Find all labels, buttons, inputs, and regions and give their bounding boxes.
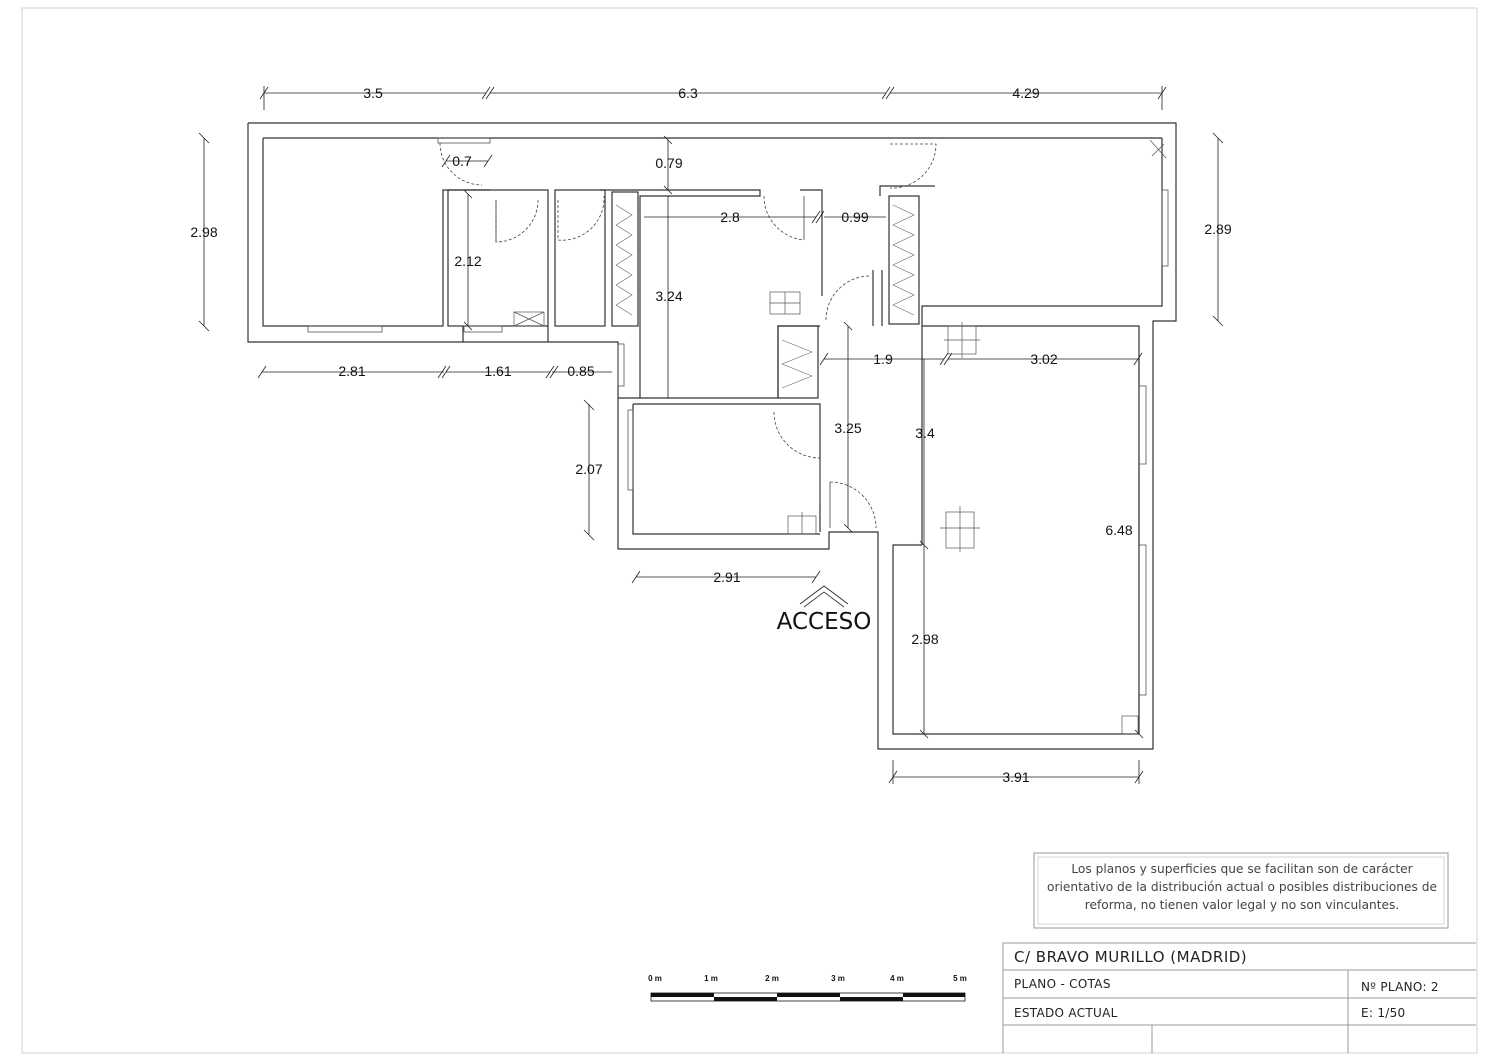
dim-hall-a: 1.9 — [873, 351, 893, 367]
dim-top-b: 6.3 — [678, 85, 698, 101]
dim-hall-height: 3.25 — [834, 420, 861, 436]
disclaimer-frame — [1033, 852, 1449, 929]
title-scale: E: 1/50 — [1361, 1006, 1406, 1020]
outer-wall — [247, 122, 1177, 750]
dimension-lines — [198, 86, 1224, 784]
dim-corridor: 0.79 — [655, 155, 682, 171]
small-room-wall — [633, 403, 821, 532]
dim-room-height: 3.24 — [655, 288, 682, 304]
toilet-wall — [554, 189, 606, 327]
scale-bar: 0 m 1 m 2 m 3 m 4 m 5 m — [648, 974, 967, 1002]
dim-bottom-a: 2.81 — [338, 363, 365, 379]
dimension-labels: 3.5 6.3 4.29 2.98 2.89 0.7 0.79 2.12 2.8… — [190, 85, 1231, 785]
dim-bottom-c: 0.85 — [567, 363, 594, 379]
bedroom-wall — [600, 189, 820, 399]
hall-wardrobe — [777, 325, 819, 399]
dim-living-width: 3.91 — [1002, 769, 1029, 785]
dim-big-height: 6.48 — [1105, 522, 1132, 538]
wardrobe-wall — [611, 191, 639, 327]
dim-small-height: 2.07 — [575, 461, 602, 477]
dim-door-a: 0.7 — [452, 153, 472, 169]
scale-label: 0 m — [648, 974, 662, 983]
scale-label: 5 m — [953, 974, 967, 983]
wardrobe-hatching — [615, 204, 915, 389]
dim-lower-height: 2.98 — [911, 631, 938, 647]
disclaimer-text: Los planos y superficies que se facilita… — [1047, 862, 1437, 912]
dim-bath-height: 2.12 — [454, 253, 481, 269]
entrance-arrow-icon — [799, 585, 849, 605]
dim-right-height: 2.89 — [1204, 221, 1231, 237]
dim-hall-b: 3.02 — [1030, 351, 1057, 367]
walls — [247, 122, 1177, 750]
title-plan-type: PLANO - COTAS — [1014, 977, 1111, 991]
windows — [307, 137, 1169, 696]
title-plan-number: Nº PLANO: 2 — [1361, 980, 1439, 994]
dim-top-a: 3.5 — [363, 85, 383, 101]
title-status: ESTADO ACTUAL — [1014, 1006, 1118, 1020]
entrance-label: ACCESO — [777, 609, 872, 635]
wardrobe-right — [888, 195, 920, 325]
fixtures — [513, 139, 1167, 735]
dim-small-width: 2.91 — [713, 569, 740, 585]
sheet-border — [21, 7, 1478, 1054]
scale-label: 2 m — [765, 974, 779, 983]
dim-room-width: 2.8 — [720, 209, 740, 225]
small-room-wall — [632, 404, 820, 535]
bedroom-wall — [800, 189, 823, 296]
title-block — [1002, 942, 1476, 1053]
scale-label: 3 m — [831, 974, 845, 983]
inner-wall-right-top — [892, 138, 1163, 735]
title-address: C/ BRAVO MURILLO (MADRID) — [1014, 948, 1247, 966]
dim-gap: 0.99 — [841, 209, 868, 225]
scale-label: 1 m — [704, 974, 718, 983]
dim-bottom-b: 1.61 — [484, 363, 511, 379]
dim-top-c: 4.29 — [1012, 85, 1039, 101]
scale-label: 4 m — [890, 974, 904, 983]
dim-living-height: 3.4 — [915, 425, 935, 441]
dim-left-height: 2.98 — [190, 224, 217, 240]
doors — [439, 142, 937, 529]
